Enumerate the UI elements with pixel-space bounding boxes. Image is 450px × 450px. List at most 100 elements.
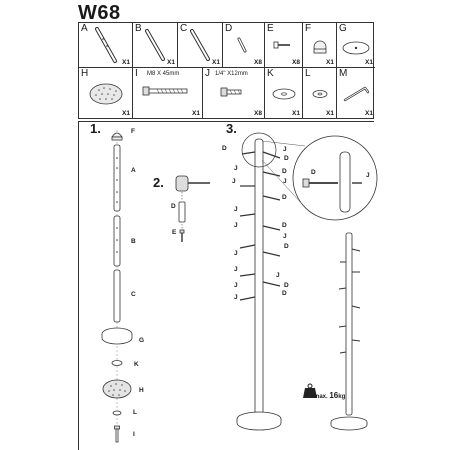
part-qty: X1	[365, 59, 373, 66]
weight-icon	[303, 383, 317, 398]
screw-icon	[273, 41, 290, 49]
small-washer-icon	[312, 90, 328, 98]
part-qty: X8	[254, 59, 262, 66]
part-qty: X8	[292, 59, 300, 66]
part-qty: X1	[365, 110, 373, 117]
max-load-value: 16	[329, 391, 339, 400]
label-j: J	[234, 206, 238, 213]
part-a: A X1	[79, 23, 133, 68]
part-qty: X1	[292, 110, 300, 117]
part-qty: X1	[212, 59, 220, 66]
tube-icon	[145, 29, 165, 61]
part-c: C X1	[178, 23, 223, 68]
label-c: C	[131, 291, 136, 298]
part-letter: B	[135, 23, 142, 34]
part-g: G X1	[337, 23, 375, 68]
step2-hook-assembly	[175, 175, 210, 242]
part-j: J 1/4" X12mm X8	[203, 68, 265, 118]
label-j: J	[276, 272, 280, 279]
part-letter: H	[81, 68, 89, 79]
label-e: E	[172, 229, 177, 236]
part-qty: X1	[167, 59, 175, 66]
part-letter: F	[305, 23, 312, 34]
label-j: J	[283, 178, 287, 185]
part-letter: A	[81, 23, 88, 34]
part-letter: M	[339, 68, 348, 79]
hook-icon	[237, 37, 247, 53]
label-k: K	[134, 361, 139, 368]
zoom-label-j: J	[366, 172, 370, 179]
part-letter: C	[180, 23, 188, 34]
label-j: J	[283, 233, 287, 240]
felt-pad-icon	[89, 83, 123, 105]
label-j: J	[234, 250, 238, 257]
part-h: H X1	[79, 68, 133, 118]
screw-icon	[220, 87, 242, 97]
part-letter: E	[267, 23, 274, 34]
part-letter: D	[225, 23, 233, 34]
label-j: J	[234, 294, 238, 301]
step-2-number: 2.	[153, 175, 164, 190]
label-j: J	[234, 165, 238, 172]
step1-exploded-view	[101, 130, 133, 443]
part-k: K X1	[265, 68, 303, 118]
label-d: D	[284, 282, 289, 289]
label-a: A	[131, 167, 136, 174]
label-d: D	[284, 243, 289, 250]
label-j: J	[232, 178, 236, 185]
label-d: D	[171, 203, 176, 210]
label-j: J	[234, 282, 238, 289]
label-d: D	[284, 155, 289, 162]
part-e: E X8	[265, 23, 303, 68]
part-letter: L	[305, 68, 311, 79]
bolt-icon	[142, 86, 188, 96]
label-j: J	[234, 222, 238, 229]
part-i: I M8 X 45mm X1	[133, 68, 203, 118]
label-l: L	[133, 409, 137, 416]
part-d: D X8	[223, 23, 265, 68]
part-letter: I	[135, 68, 138, 79]
step-3-number: 3.	[226, 121, 237, 136]
part-qty: X1	[122, 110, 130, 117]
part-qty: X1	[326, 59, 334, 66]
label-d: D	[282, 194, 287, 201]
base-disc-icon	[342, 41, 370, 55]
bolt-dimension: M8 X 45mm	[147, 71, 180, 77]
tube-icon	[190, 29, 210, 61]
screw-dimension: 1/4" X12mm	[215, 71, 248, 77]
part-f: F X1	[303, 23, 337, 68]
max-load-label: max. 16kg	[314, 391, 345, 400]
part-letter: K	[267, 68, 274, 79]
step3-assembled-stand	[236, 132, 378, 431]
part-b: B X1	[133, 23, 178, 68]
part-qty: X1	[122, 59, 130, 66]
part-qty: X1	[192, 110, 200, 117]
label-b: B	[131, 238, 136, 245]
label-i: I	[133, 431, 135, 438]
max-load-prefix: max.	[314, 394, 328, 400]
assembly-area	[78, 121, 374, 450]
parts-table: A X1 B X1 C X1 D X8 E	[78, 22, 375, 119]
label-g: G	[139, 337, 145, 344]
page-title: W68	[78, 2, 121, 24]
label-d: D	[282, 222, 287, 229]
tube-icon	[95, 27, 117, 63]
label-h: H	[139, 387, 144, 394]
part-qty: X1	[326, 110, 334, 117]
part-m: M X1	[337, 68, 375, 118]
zoom-label-d: D	[311, 169, 316, 176]
part-letter: J	[205, 68, 210, 79]
part-letter: G	[339, 23, 347, 34]
label-d: D	[282, 290, 287, 297]
label-j: J	[283, 146, 287, 153]
label-d: D	[222, 145, 227, 152]
part-qty: X8	[254, 110, 262, 117]
step-1-number: 1.	[90, 121, 101, 136]
max-load-unit: kg	[338, 394, 346, 400]
washer-icon	[272, 88, 296, 100]
cap-icon	[313, 40, 327, 54]
label-j: J	[234, 266, 238, 273]
finished-stand-preview	[330, 232, 368, 431]
label-f: F	[131, 128, 135, 135]
